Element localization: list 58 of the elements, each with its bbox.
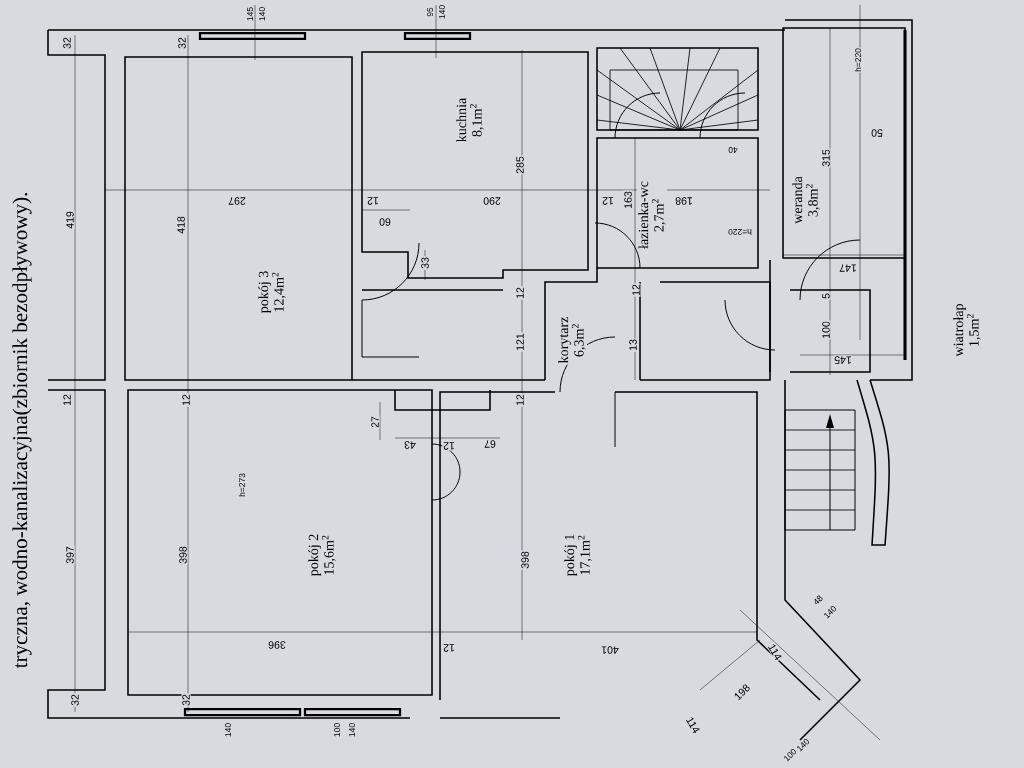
dimension-label: 67 [483, 439, 497, 449]
room-label: pokój 2 15,6m$^{2}$ [306, 532, 338, 578]
dimension-label: 140 [438, 4, 446, 20]
dimension-label: 60 [378, 217, 392, 227]
dimension-label: h=220 [727, 228, 753, 236]
dimension-label: 12 [366, 196, 380, 206]
dimension-label: 12 [442, 643, 456, 653]
dimension-label: 297 [227, 196, 247, 206]
dimension-label: 145 [246, 6, 254, 22]
dimension-label: 290 [482, 196, 502, 206]
dimension-label: 397 [65, 545, 75, 565]
room-label: łazienka-wc 2,7m$^{2}$ [636, 179, 668, 251]
room-label: pokój 1 17,1m$^{2}$ [562, 532, 594, 578]
dimension-label: 95 [426, 6, 434, 18]
dimension-label: 121 [515, 332, 525, 352]
dimension-label: 40 [727, 146, 739, 154]
dimension-label: 140 [224, 722, 232, 738]
dimension-label: h=273 [238, 472, 246, 498]
dimension-label: 50 [870, 128, 884, 138]
dimension-label: 114 [684, 714, 702, 736]
dimension-label: 315 [821, 148, 831, 168]
dimension-label: 114 [766, 641, 784, 663]
dimension-label: 27 [370, 415, 380, 429]
dimension-label: 419 [65, 210, 75, 230]
dimension-label: 100 [333, 722, 341, 738]
dimension-label: 285 [515, 155, 525, 175]
dimension-label: 43 [403, 440, 417, 450]
dimension-label: 13 [628, 338, 638, 352]
room-label: korytarz 6,3m$^{2}$ [556, 315, 588, 365]
dimension-label: 12 [515, 393, 525, 407]
dimension-label: 198 [731, 681, 753, 703]
dimension-label: 32 [70, 693, 80, 707]
dimension-label: 5 [821, 292, 831, 300]
room-label: wiatrołap 1,5m$^{2}$ [951, 302, 983, 358]
dimension-label: h=220 [854, 47, 862, 73]
dimension-label: 12 [62, 393, 72, 407]
dimension-label: 396 [267, 640, 287, 650]
dimension-label: 398 [178, 545, 188, 565]
dimension-label: 100 [821, 320, 831, 340]
dimension-label: 140 [348, 722, 356, 738]
room-label: pokój 3 12,4m$^{2}$ [256, 269, 288, 315]
dimension-label: 140 [258, 6, 266, 22]
dimension-label: 12 [181, 393, 191, 407]
dimension-label: 398 [520, 550, 530, 570]
dimension-label: 418 [176, 215, 186, 235]
dimension-label: 12 [442, 441, 456, 451]
dimension-label: 12 [601, 196, 615, 206]
dimension-label: 147 [838, 263, 858, 273]
dimension-label: 32 [177, 36, 187, 50]
dimension-label: 401 [600, 645, 620, 655]
dimension-label: 145 [833, 355, 853, 365]
note-text: tryczna, wodno-kanalizacyjna(zbiornik bezodpływowy). [11, 190, 33, 670]
dimension-label: 33 [420, 256, 430, 270]
dimension-label: 12 [515, 286, 525, 300]
room-label: kuchnia 8,1m$^{2}$ [454, 96, 486, 144]
dimension-label: 32 [62, 36, 72, 50]
dimension-label: 32 [181, 693, 191, 707]
dimension-label: 12 [631, 283, 641, 297]
